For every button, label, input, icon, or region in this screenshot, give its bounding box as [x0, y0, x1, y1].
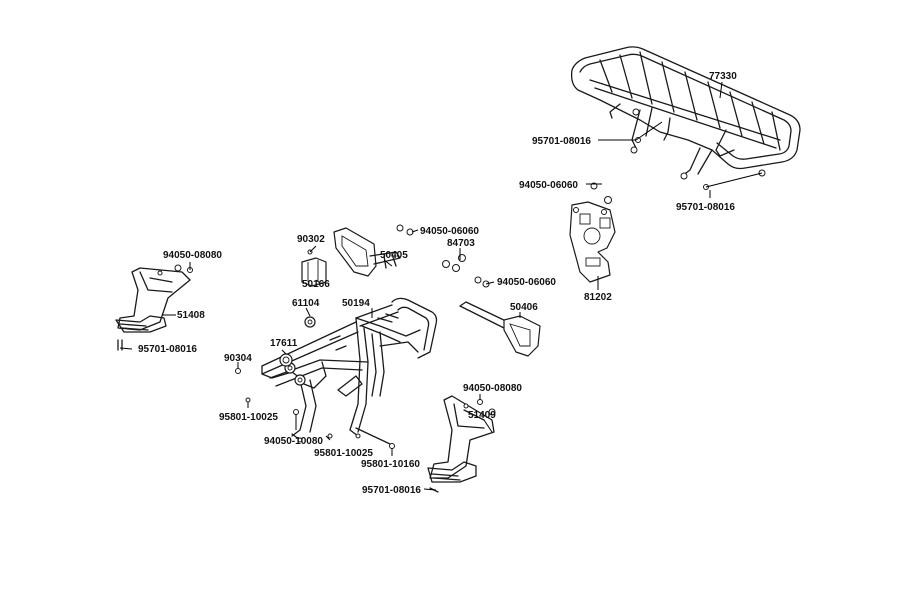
label-50406: 50406	[510, 302, 538, 313]
label-94050-06060-c: 94050-06060	[497, 277, 556, 288]
label-94050-06060-b: 94050-06060	[420, 226, 479, 237]
label-50166: 50166	[302, 279, 330, 290]
holder-17611	[235, 353, 293, 374]
plate-50406	[459, 301, 541, 357]
label-51408: 51408	[177, 310, 205, 321]
grommet-61104	[304, 316, 316, 328]
label-50194: 50194	[342, 298, 370, 309]
label-95701-08016-top: 95701-08016	[532, 136, 591, 147]
label-51409: 51409	[468, 410, 496, 421]
label-90302: 90302	[297, 234, 325, 245]
bracket-81202	[569, 182, 616, 283]
part-labels: 77330 95701-08016 94050-06060 95701-0801…	[138, 71, 737, 496]
label-94050-08080-left: 94050-08080	[163, 250, 222, 261]
label-81202: 81202	[584, 292, 612, 303]
label-95801-10160: 95801-10160	[361, 459, 420, 470]
label-50405: 50405	[380, 250, 408, 261]
rear-rack	[570, 46, 801, 180]
label-95701-08016-bottom: 95701-08016	[362, 485, 421, 496]
leader-lines	[119, 81, 763, 491]
label-94050-08080-bottom: 94050-08080	[463, 383, 522, 394]
subframe-50194	[261, 297, 438, 443]
label-17611: 17611	[270, 338, 298, 349]
label-94050-10080: 94050-10080	[264, 436, 323, 447]
label-95701-08016-left: 95701-08016	[138, 344, 197, 355]
label-61104: 61104	[292, 298, 320, 309]
footrest-left-51408	[115, 264, 191, 351]
label-94050-06060-a: 94050-06060	[519, 180, 578, 191]
label-77330: 77330	[709, 71, 737, 82]
bolt-95801-10160	[355, 427, 395, 449]
label-95801-10025-b: 95801-10025	[314, 448, 373, 459]
footrest-right-51409	[427, 395, 496, 493]
label-84703: 84703	[447, 238, 475, 249]
small-bolts	[187, 108, 766, 439]
label-90304: 90304	[224, 353, 252, 364]
label-95701-08016-right: 95701-08016	[676, 202, 735, 213]
label-95801-10025-a: 95801-10025	[219, 412, 278, 423]
washers-84703	[442, 254, 490, 288]
